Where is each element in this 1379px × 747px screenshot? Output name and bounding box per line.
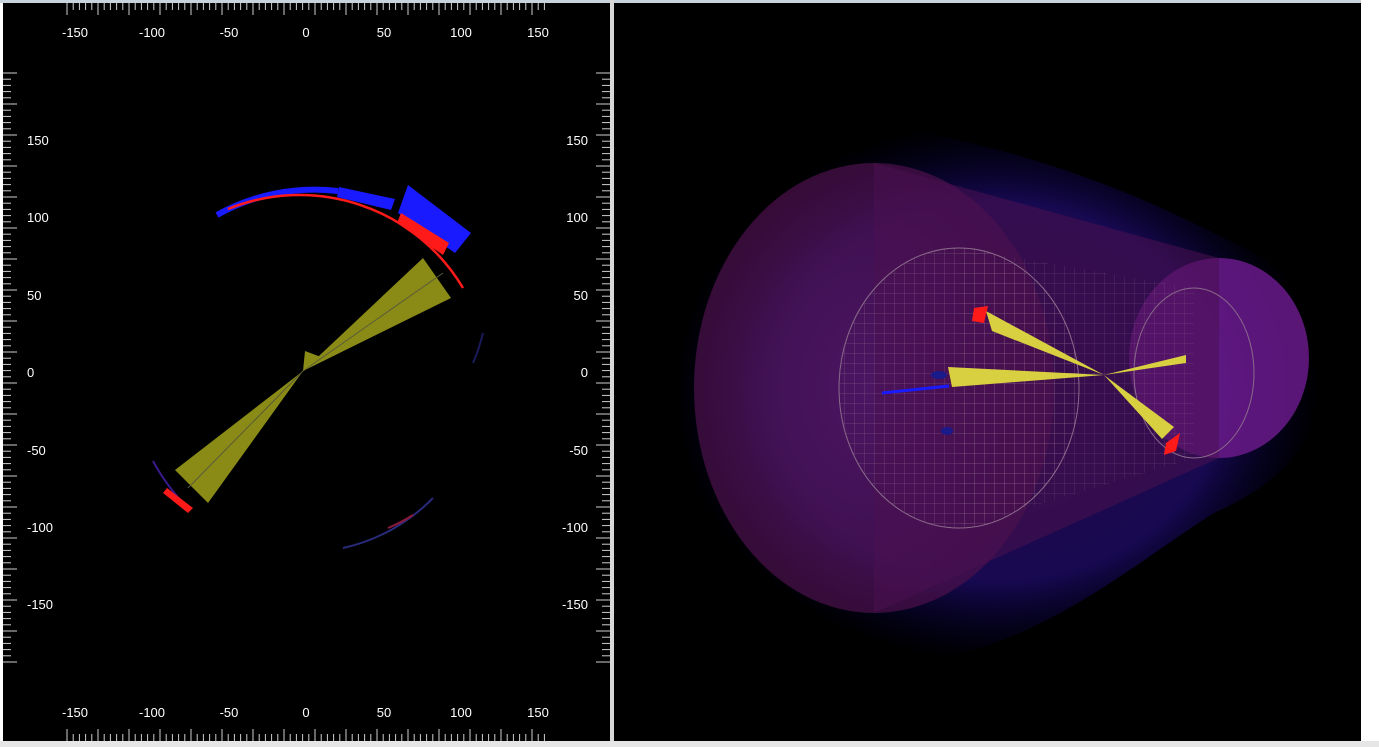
left-ruler bbox=[3, 72, 17, 663]
transverse-view-canvas[interactable]: -150 -100 -50 0 50 100 150 -150 -100 -50… bbox=[3, 3, 610, 741]
window-top-border bbox=[0, 0, 1379, 3]
top-x-tick-label: -100 bbox=[139, 25, 165, 40]
lower-ecal-arc bbox=[387, 514, 414, 529]
tracker-mesh-rear bbox=[1133, 287, 1255, 459]
jet-cone-3d-lower bbox=[1104, 375, 1174, 439]
ecal-hit-3d bbox=[972, 306, 988, 323]
hcal-hit-block-large bbox=[398, 185, 471, 253]
transverse-view-background bbox=[3, 3, 610, 741]
right-y-tick-label: 50 bbox=[574, 288, 588, 303]
outer-calo-arc bbox=[472, 332, 484, 364]
hcal-hit-3d bbox=[931, 371, 947, 379]
right-ruler bbox=[596, 72, 610, 663]
left-y-tick-label: 50 bbox=[27, 288, 41, 303]
lower-calo-arc bbox=[342, 497, 434, 549]
bottom-x-tick-label: -50 bbox=[220, 705, 239, 720]
hcal-hit-3d bbox=[941, 427, 953, 435]
left-y-tick-label: 150 bbox=[27, 133, 49, 148]
jet-axis-line bbox=[302, 272, 444, 372]
bottom-x-tick-label: 50 bbox=[377, 705, 391, 720]
jet-cone-3d-upper bbox=[986, 311, 1104, 375]
jet-cone-3d-right bbox=[1104, 355, 1186, 375]
top-x-tick-label: -150 bbox=[62, 25, 88, 40]
jet-cone-3d-left bbox=[948, 367, 1104, 387]
top-x-tick-label: -50 bbox=[220, 25, 239, 40]
left-y-tick-label: -150 bbox=[27, 597, 53, 612]
ecal-hit-lower-left bbox=[163, 488, 193, 513]
bottom-x-tick-label: -150 bbox=[62, 705, 88, 720]
right-y-tick-label: -150 bbox=[562, 597, 588, 612]
ecal-hit-block bbox=[397, 213, 449, 255]
view-splitter[interactable] bbox=[610, 0, 614, 747]
right-y-tick-label: -50 bbox=[569, 443, 588, 458]
right-y-tick-label: -100 bbox=[562, 520, 588, 535]
left-y-tick-label: 0 bbox=[27, 365, 34, 380]
bottom-x-tick-label: 0 bbox=[302, 705, 309, 720]
ecal-hit-3d bbox=[1164, 433, 1180, 455]
hcal-hit-3d bbox=[881, 384, 950, 395]
jet-cone-small bbox=[303, 351, 321, 371]
status-strip bbox=[0, 741, 1379, 747]
top-x-tick-label: 0 bbox=[302, 25, 309, 40]
jet-axis-line bbox=[187, 370, 304, 489]
right-y-tick-label: 100 bbox=[566, 210, 588, 225]
bottom-x-tick-label: 100 bbox=[450, 705, 472, 720]
left-y-tick-label: -50 bbox=[27, 443, 46, 458]
bottom-x-tick-label: 150 bbox=[527, 705, 549, 720]
3d-view-canvas[interactable] bbox=[614, 3, 1361, 741]
tracker-mesh-side bbox=[959, 248, 1194, 528]
left-y-tick-label: 100 bbox=[27, 210, 49, 225]
transverse-view-panel[interactable]: -150 -100 -50 0 50 100 150 -150 -100 -50… bbox=[3, 3, 610, 741]
right-y-tick-label: 0 bbox=[581, 365, 588, 380]
hcal-hit-block bbox=[337, 187, 395, 210]
jet-cone-upper-right bbox=[303, 258, 451, 371]
top-x-tick-label: 150 bbox=[527, 25, 549, 40]
bottom-x-tick-label: -100 bbox=[139, 705, 165, 720]
3d-view-panel[interactable] bbox=[614, 3, 1361, 741]
left-y-tick-label: -100 bbox=[27, 520, 53, 535]
bottom-ruler bbox=[66, 729, 545, 741]
top-x-tick-label: 50 bbox=[377, 25, 391, 40]
ecal-arc-upper bbox=[227, 193, 465, 289]
right-y-tick-label: 150 bbox=[566, 133, 588, 148]
window-right-margin bbox=[1361, 0, 1379, 747]
top-x-tick-label: 100 bbox=[450, 25, 472, 40]
top-ruler bbox=[66, 3, 545, 15]
